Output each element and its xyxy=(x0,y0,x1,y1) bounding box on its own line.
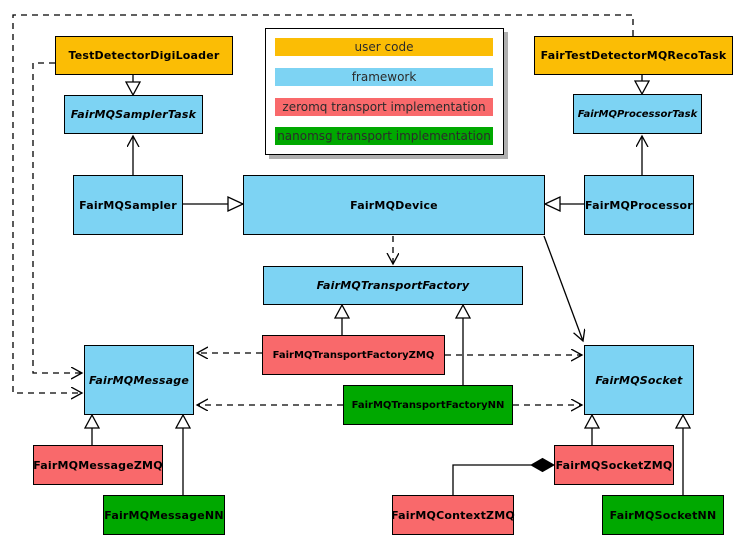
legend-item-user-code: user code xyxy=(275,38,493,56)
legend-item-zeromq: zeromq transport implementation xyxy=(275,98,493,116)
node-label: FairMQMessageNN xyxy=(104,508,224,522)
node-fairmqsocket: FairMQSocket xyxy=(584,345,694,415)
node-label: FairMQSocketZMQ xyxy=(555,458,673,472)
legend-label: framework xyxy=(351,70,417,84)
node-fairmqdevice: FairMQDevice xyxy=(243,175,545,235)
node-label: FairMQDevice xyxy=(350,198,438,212)
node-fairmqtransportfactorynn: FairMQTransportFactoryNN xyxy=(343,385,513,425)
legend-label: nanomsg transport implementation xyxy=(277,129,491,143)
node-fairmqsocketzmq: FairMQSocketZMQ xyxy=(554,445,674,485)
edge-socketzmq-socket xyxy=(583,413,601,445)
node-label: FairMQProcessor xyxy=(585,198,693,212)
node-label: FairMQProcessorTask xyxy=(577,108,698,120)
node-fairmqcontextzmq: FairMQContextZMQ xyxy=(391,495,515,535)
node-label: FairMQSocket xyxy=(595,373,683,387)
edge-recotask-message xyxy=(12,14,634,393)
node-fairmqprocessor: FairMQProcessor xyxy=(584,175,694,235)
node-label: FairMQTransportFactory xyxy=(316,279,470,292)
node-fairmqsocketnn: FairMQSocketNN xyxy=(602,495,724,535)
legend-item-framework: framework xyxy=(275,68,493,86)
node-fairmqsamplertask: FairMQSamplerTask xyxy=(64,95,203,134)
edge-device-socket xyxy=(543,235,583,341)
node-label: FairMQSocketNN xyxy=(609,508,717,522)
legend-label: zeromq transport implementation xyxy=(282,100,486,114)
node-label: FairMQTransportFactoryNN xyxy=(351,399,505,411)
edge-processor-device xyxy=(543,195,584,213)
node-label: FairMQMessageZMQ xyxy=(33,458,163,472)
node-fairtestdetectormqrecotask: FairTestDetectorMQRecoTask xyxy=(534,36,733,75)
edge-factoryzmq-factory xyxy=(333,303,351,335)
node-label: FairTestDetectorMQRecoTask xyxy=(540,49,727,62)
node-fairmqtransportfactoryzmq: FairMQTransportFactoryZMQ xyxy=(262,335,445,375)
node-fairmqtransportfactory: FairMQTransportFactory xyxy=(263,266,523,305)
node-fairmqsampler: FairMQSampler xyxy=(73,175,183,235)
node-label: TestDetectorDigiLoader xyxy=(68,49,220,62)
edge-recotask-processortask xyxy=(633,75,651,96)
edge-digiloader-samplertask xyxy=(124,75,142,97)
node-label: FairMQMessage xyxy=(88,373,190,387)
legend-item-nanomsg: nanomsg transport implementation xyxy=(275,127,493,145)
node-label: FairMQSamplerTask xyxy=(70,108,197,121)
edge-messagenn-message xyxy=(174,413,192,495)
node-label: FairMQSampler xyxy=(79,198,177,212)
node-fairmqmessagenn: FairMQMessageNN xyxy=(103,495,225,535)
edge-messagezmq-message xyxy=(83,413,101,445)
edge-factorynn-factory xyxy=(454,303,472,385)
node-label: FairMQContextZMQ xyxy=(391,508,515,522)
edge-socketnn-socket xyxy=(674,413,692,495)
node-fairmqprocessortask: FairMQProcessorTask xyxy=(573,94,702,134)
edge-socketzmq-contextzmq xyxy=(452,457,556,495)
edge-sampler-device xyxy=(183,195,245,213)
node-fairmqmessagezmq: FairMQMessageZMQ xyxy=(33,445,163,485)
edge-digiloader-message xyxy=(32,62,82,373)
legend-label: user code xyxy=(354,40,414,54)
node-testdetectordigiloader: TestDetectorDigiLoader xyxy=(55,36,233,75)
legend: user code framework zeromq transport imp… xyxy=(265,28,504,155)
node-label: FairMQTransportFactoryZMQ xyxy=(272,349,435,361)
node-fairmqmessage: FairMQMessage xyxy=(84,345,194,415)
